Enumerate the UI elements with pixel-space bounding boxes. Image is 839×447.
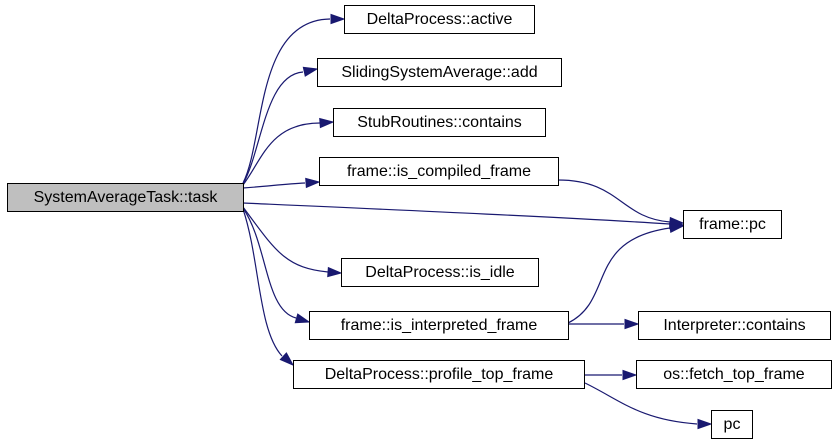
edge-compiled-to-framepc [557,179,671,223]
node-pc[interactable]: pc [711,410,753,439]
node-label: SlidingSystemAverage::add [341,63,538,81]
node-label: DeltaProcess::profile_top_frame [324,365,554,383]
edge-root-to-profile [242,208,283,357]
arrowhead-root-to-idle [327,266,343,278]
arrowhead-root-to-compiled [305,177,321,189]
edge-root-to-add [242,71,304,185]
node-label: frame::pc [699,215,766,233]
node-os-fetch-top-frame[interactable]: os::fetch_top_frame [636,360,832,389]
edge-profile-to-pc [584,382,698,425]
edge-root-to-active [242,18,331,184]
edge-root-to-idle [242,206,329,273]
node-label: os::fetch_top_frame [663,365,805,383]
arrowhead-profile-to-pc [697,418,713,430]
edge-interp-to-framepc [567,227,671,324]
edge-root-to-compiled [242,182,306,189]
node-frame-pc[interactable]: frame::pc [683,210,782,239]
arrowhead-root-to-interp [294,313,311,324]
node-label: frame::is_compiled_frame [346,162,532,180]
node-delta-process-active[interactable]: DeltaProcess::active [344,5,535,34]
node-stub-routines-contains[interactable]: StubRoutines::contains [333,108,546,137]
node-label: SystemAverageTask::task [33,188,218,206]
node-interpreter-contains[interactable]: Interpreter::contains [638,311,831,340]
edge-root-to-interp [242,207,297,319]
arrowhead-root-to-add [302,66,319,77]
node-label: DeltaProcess::active [366,10,513,28]
node-frame-is-compiled-frame[interactable]: frame::is_compiled_frame [319,157,559,186]
node-label: frame::is_interpreted_frame [340,316,538,334]
edge-root-to-framepc [242,202,671,225]
arrowhead-root-to-stub [319,117,335,129]
arrowhead-interp-to-framepc [668,222,685,234]
node-label: pc [723,415,741,433]
arrowhead-interp-to-icontains [624,318,640,330]
node-frame-is-interpreted-frame[interactable]: frame::is_interpreted_frame [309,311,569,340]
edge-root-to-stub [242,122,321,186]
node-delta-process-profile-top-frame[interactable]: DeltaProcess::profile_top_frame [293,360,585,389]
arrowhead-root-to-active [330,13,346,25]
node-label: DeltaProcess::is_idle [365,263,515,281]
arrowhead-root-to-profile [279,352,295,367]
node-delta-process-is-idle[interactable]: DeltaProcess::is_idle [341,258,539,287]
node-sliding-system-average-add[interactable]: SlidingSystemAverage::add [317,58,562,87]
arrowhead-profile-to-fetch [622,369,638,381]
node-label: Interpreter::contains [663,316,806,334]
node-system-average-task-task[interactable]: SystemAverageTask::task [7,183,244,212]
node-label: StubRoutines::contains [357,113,522,131]
